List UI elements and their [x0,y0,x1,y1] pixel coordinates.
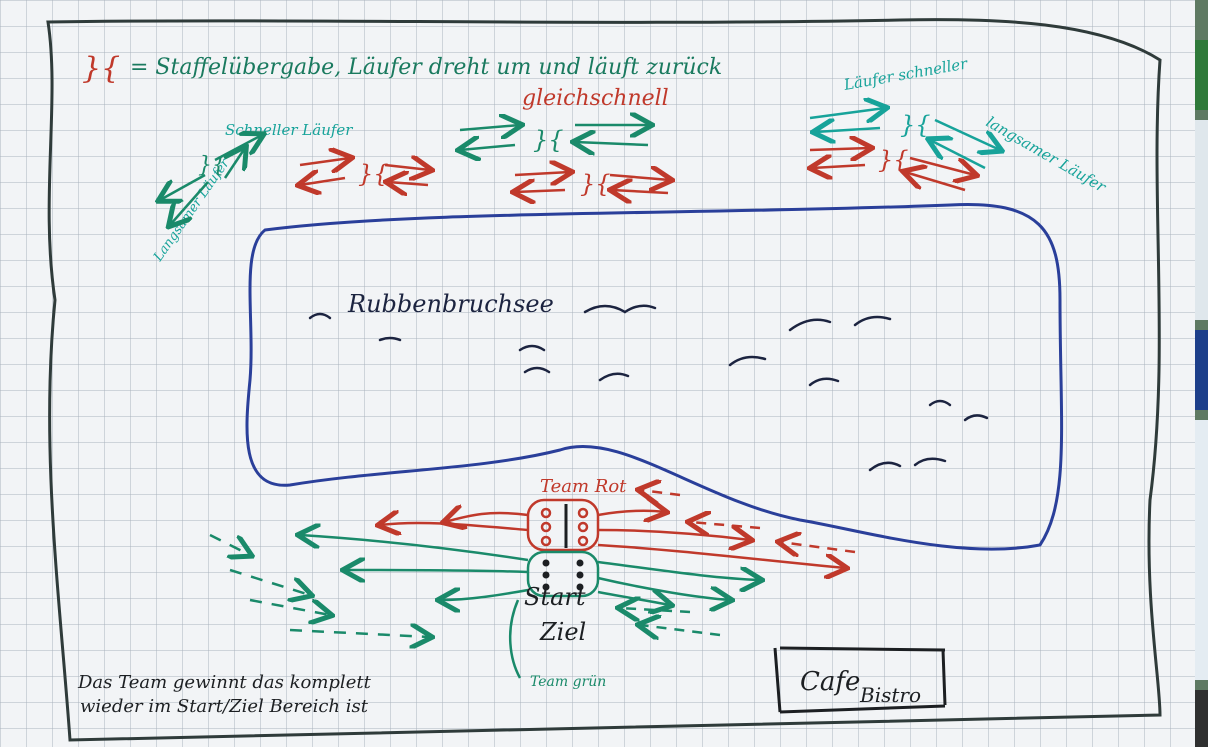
cafe-bistro: Cafe Bistro [773,646,947,714]
rule-note: Das Team gewinnt das komplett wieder im … [77,672,372,717]
legend-symbol: }{ [82,51,120,86]
team-red-box [526,498,600,552]
swap-left-title: Schneller Läufer [225,121,353,139]
legend: }{ = Staffelübergabe, Läufer dreht um un… [82,51,722,86]
bistro-label: Bistro [859,683,921,707]
lake-waves [308,304,989,472]
swap-center-title: gleichschnell [522,86,669,111]
rule-note-line1: Das Team gewinnt das komplett [77,672,372,693]
team-green-runners [542,559,584,591]
swap-group-center: gleichschnell }{ }{ [460,86,670,198]
cafe-bistro-box [773,646,947,714]
swap-right-teal-symbol: }{ [900,111,931,139]
team-green: Team grün [209,535,760,690]
team-red-routes [380,490,856,568]
rule-note-line2: wieder im Start/Ziel Bereich ist [80,696,369,717]
swap-center-red-symbol: }{ [580,170,611,198]
swap-center-green-symbol: }{ [533,126,564,154]
lake-name: Rubbenbruchsee [347,290,554,318]
swap-left-red-symbol: }{ [358,160,389,188]
team-red-runners [540,507,589,547]
team-red: Team Rot [380,476,856,568]
drawn-frame [46,18,1162,742]
swap-right-red-symbol: }{ [878,146,909,174]
team-green-routes [209,535,760,679]
team-red-label: Team Rot [540,476,627,497]
finish-label: Ziel [539,618,586,646]
lake-outline [245,202,1064,551]
team-green-box [526,550,600,598]
cafe-label: Cafe [800,667,860,697]
team-green-label: Team grün [530,674,606,690]
right-edge-strip [1195,0,1208,747]
legend-text: = Staffelübergabe, Läufer dreht um und l… [130,55,722,80]
start-finish: Start Ziel [524,583,586,646]
start-label: Start [524,583,586,611]
